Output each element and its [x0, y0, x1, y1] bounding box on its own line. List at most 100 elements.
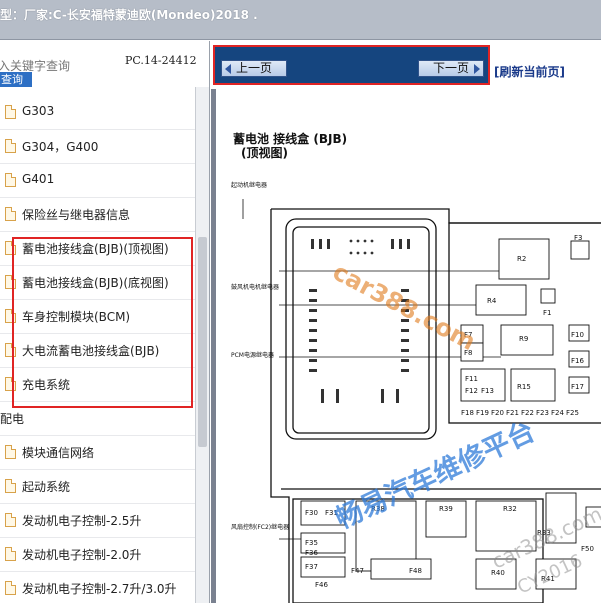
- refresh-link[interactable]: [刷新当前页]: [494, 65, 565, 79]
- fuse-label: F18: [461, 409, 474, 417]
- fuse-labels: F3 R2 R4 F1 F7 R9 F10 F8 F16 F11 F12 F13…: [305, 234, 594, 589]
- fuse-label: R39: [439, 505, 453, 513]
- tree-item[interactable]: 车身控制模块(BCM): [0, 300, 195, 334]
- tree-item-label: G303: [22, 104, 55, 118]
- diagram-subtitle: (顶视图): [241, 145, 288, 160]
- next-page-label: 下一页: [432, 61, 469, 75]
- tree-item-label: 发动机电子控制-2.7升/3.0升: [22, 582, 177, 596]
- fuse-label: R2: [517, 255, 526, 263]
- prev-page-label: 上一页: [235, 61, 272, 75]
- window-title: 型：厂家:C-长安福特蒙迪欧(Mondeo)2018 .: [0, 8, 258, 22]
- tree-item-label: G304，G400: [22, 140, 99, 154]
- tree-item[interactable]: 模块通信网络: [0, 436, 195, 470]
- tree-item[interactable]: 发动机电子控制-2.5升: [0, 504, 195, 538]
- fuse-label: F50: [581, 545, 594, 553]
- tree-item-label: 起动系统: [22, 480, 71, 494]
- callout-fan-relay: 风扇控制(FC2)继电器: [231, 523, 289, 531]
- highlight-box: [12, 237, 193, 408]
- arrow-left-icon: [225, 64, 231, 74]
- next-page-button[interactable]: 下一页: [418, 60, 484, 77]
- housing-outline: [270, 208, 601, 603]
- callout-pcm-relay: PCM电源继电器: [231, 351, 274, 359]
- fuse-label: F3: [574, 234, 582, 242]
- fuse-label: F16: [571, 357, 584, 365]
- tree-item[interactable]: G304，G400: [0, 130, 195, 164]
- tree-item-label: 车身控制模块(BCM): [22, 310, 131, 324]
- search-input[interactable]: [0, 57, 108, 75]
- tree-item-label: 模块通信网络: [22, 446, 95, 460]
- fuse-boxes: [300, 238, 601, 590]
- fuse-label: F23: [536, 409, 549, 417]
- fuse-label: R32: [503, 505, 517, 513]
- tree-item[interactable]: G401: [0, 164, 195, 198]
- arrow-right-icon: [474, 64, 480, 74]
- tree-item-label: 蓄电池接线盒(BJB)(顶视图): [22, 242, 169, 256]
- fuse-label: F7: [464, 331, 472, 339]
- content-panel: 上一页 下一页 [刷新当前页] 蓄电池 接线盒 (BJB) (顶视图) 起动机继…: [211, 41, 601, 603]
- document-icon: [5, 547, 16, 561]
- fuse-label: F10: [571, 331, 584, 339]
- fuse-label: F35: [305, 539, 318, 547]
- fuse-label: R15: [517, 383, 531, 391]
- scrollbar-thumb[interactable]: [198, 237, 207, 447]
- tree-item[interactable]: 发动机电子控制-2.7升/3.0升: [0, 572, 195, 603]
- fuse-label: F13: [481, 387, 494, 395]
- tree-item-label: 大电流蓄电池接线盒(BJB): [22, 344, 160, 358]
- fuse-label: F30: [305, 509, 318, 517]
- sidebar-scrollbar[interactable]: [195, 87, 209, 603]
- tree-category-label: 配电: [0, 412, 25, 426]
- fuse-label: F36: [305, 549, 318, 557]
- fuse-label: R4: [487, 297, 497, 305]
- document-icon: [5, 105, 16, 119]
- tree-category[interactable]: 配电: [0, 402, 195, 436]
- document-icon: [5, 445, 16, 459]
- fuse-label: F25: [566, 409, 579, 417]
- callout-blower-relay: 鼓风机电机继电器: [231, 283, 279, 291]
- fuse-label: F37: [305, 563, 318, 571]
- tree-item[interactable]: 发动机电子控制-2.0升: [0, 538, 195, 572]
- tree-item-label: 发动机电子控制-2.0升: [22, 548, 142, 562]
- document-icon: [5, 139, 16, 153]
- tree-item[interactable]: 保险丝与继电器信息: [0, 198, 195, 232]
- left-panel: 查询 PC.14-24412 G303 G304，G400 G401 保险丝与继…: [0, 41, 210, 603]
- document-icon: [5, 513, 16, 527]
- fuse-label: F31: [325, 509, 338, 517]
- bjb-diagram: 蓄电池 接线盒 (BJB) (顶视图) 起动机继电器 鼓风机电机继电器 PCM电…: [231, 131, 601, 603]
- fuse-label: R41: [541, 575, 555, 583]
- tree-item[interactable]: 起动系统: [0, 470, 195, 504]
- page-nav-bar: 上一页 下一页 [刷新当前页]: [211, 43, 601, 87]
- nav-highlight-box: 上一页 下一页: [213, 45, 490, 85]
- title-bar: 型：厂家:C-长安福特蒙迪欧(Mondeo)2018 .: [0, 0, 601, 40]
- tree-item-label: G401: [22, 172, 55, 186]
- fuse-label: F17: [571, 383, 584, 391]
- fuse-label: F19: [476, 409, 489, 417]
- fuse-label: F12: [465, 387, 478, 395]
- pc-code: PC.14-24412: [125, 54, 197, 67]
- tree-item-label: 充电系统: [22, 378, 71, 392]
- fuse-label: F24: [551, 409, 564, 417]
- document-icon: [5, 173, 16, 187]
- fuse-label: R38: [371, 505, 385, 513]
- fuse-label: F1: [543, 309, 551, 317]
- callout-starter-relay: 起动机继电器: [231, 181, 267, 189]
- fuse-label: F22: [521, 409, 534, 417]
- fuse-label: F21: [506, 409, 519, 417]
- fuse-label: F11: [465, 375, 478, 383]
- search-row: 查询 PC.14-24412: [0, 41, 209, 87]
- connector-pins: [309, 239, 410, 403]
- fuse-label: F46: [315, 581, 328, 589]
- fuse-label: R33: [537, 529, 551, 537]
- fuse-label: R40: [491, 569, 505, 577]
- document-icon: [5, 207, 16, 221]
- tree-item-label: 发动机电子控制-2.5升: [22, 514, 142, 528]
- diagram-viewer: 蓄电池 接线盒 (BJB) (顶视图) 起动机继电器 鼓风机电机继电器 PCM电…: [211, 89, 601, 603]
- fuse-label: R9: [519, 335, 528, 343]
- fuse-label: F47: [351, 567, 364, 575]
- query-button[interactable]: 查询: [0, 72, 32, 87]
- tree-item-label: 蓄电池接线盒(BJB)(底视图): [22, 276, 169, 290]
- tree-item-label: 保险丝与继电器信息: [22, 208, 131, 222]
- prev-page-button[interactable]: 上一页: [221, 60, 287, 77]
- diagram-title: 蓄电池 接线盒 (BJB): [233, 131, 347, 146]
- document-icon: [5, 581, 16, 595]
- tree-item[interactable]: G303: [0, 96, 195, 130]
